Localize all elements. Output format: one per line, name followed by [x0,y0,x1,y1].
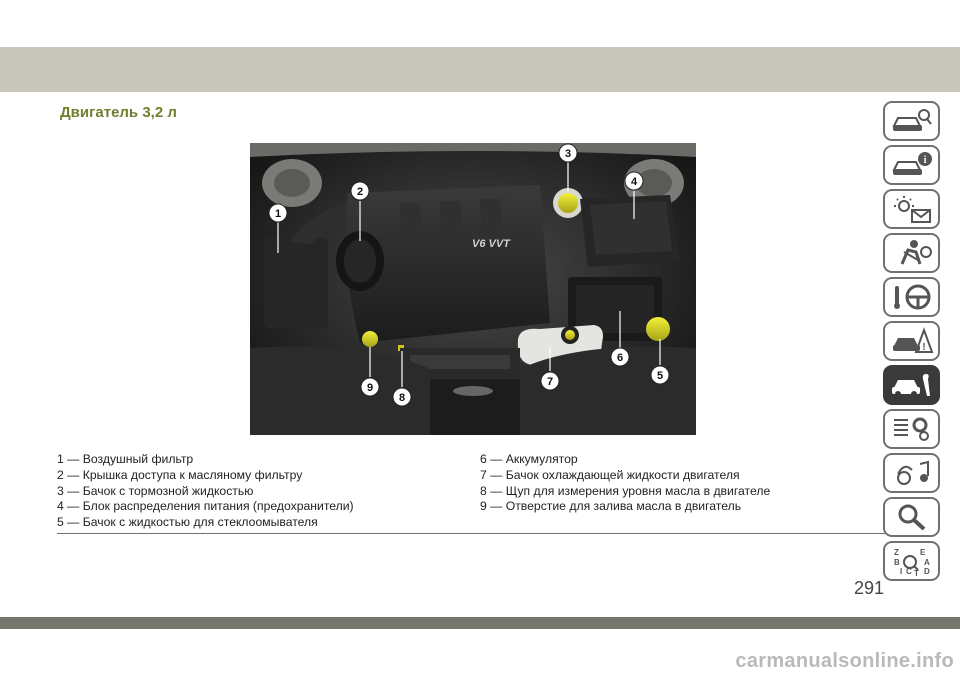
callout-2: 2 [350,181,370,201]
legend-item: 7 — Бачок охлаждающей жидкости двигателя [480,467,740,482]
air-filter-box [264,238,328,328]
callout-1: 1 [268,203,288,223]
tab-seat-airbag[interactable] [883,233,940,273]
svg-text:E: E [920,548,926,557]
page-number: 291 [854,578,885,598]
watermark: carmanualsonline.info [735,650,954,672]
callout-9: 9 [360,377,380,397]
car-info-icon: i [891,152,932,175]
index-alphabet-icon: Z E B A I C D T [894,548,930,576]
svg-text:i: i [923,155,926,166]
svg-text:5: 5 [657,370,663,382]
engine-bay-photo: V6 VVT [250,143,696,435]
multimedia-music-icon [896,460,929,485]
roadside-emergency-icon: ! [892,327,933,353]
svg-text:1: 1 [275,208,281,220]
svg-text:8: 8 [399,392,405,404]
legend-item: 2 — Крышка доступа к масляному фильтру [57,467,303,482]
legend-left: 1 — Воздушный фильтр 2 — Крышка доступа … [57,452,354,531]
svg-text:9: 9 [367,382,373,394]
tab-multimedia[interactable] [883,453,940,493]
engine-badge: V6 VVT [472,238,511,250]
tab-car-service[interactable] [883,365,940,405]
tab-index[interactable]: Z E B A I C D T [883,541,940,581]
section-divider [57,533,885,534]
legend-item: 3 — Бачок с тормозной жидкостью [57,483,254,498]
seat-airbag-icon [900,240,932,265]
legend-item: 9 — Отверстие для залива масла в двигате… [480,499,742,514]
legend-item: 8 — Щуп для измерения уровня масла в дви… [480,483,771,498]
svg-text:A: A [924,558,930,567]
svg-text:!: ! [922,342,925,353]
svg-text:2: 2 [357,186,363,198]
callout-6: 6 [610,347,630,367]
tab-car-inspection[interactable] [883,101,940,141]
tab-specs[interactable] [883,409,940,449]
legend-item: 1 — Воздушный фильтр [57,452,194,466]
tab-car-info[interactable]: i [883,145,940,185]
oil-fill-cap [362,331,378,347]
car-wrench-service-icon [891,374,930,397]
legend-item: 6 — Аккумулятор [480,452,578,466]
tab-steering-key[interactable] [883,277,940,317]
section-title: Двигатель 3,2 л [60,104,177,121]
callout-7: 7 [540,371,560,391]
svg-text:6: 6 [617,352,623,364]
legend-item: 4 — Блок распределения питания (предохра… [57,499,354,514]
callout-5: 5 [650,365,670,385]
callout-3: 3 [558,143,578,163]
svg-text:4: 4 [631,176,638,188]
svg-text:D: D [924,567,930,576]
svg-text:7: 7 [547,376,553,388]
tab-roadside-emergency[interactable]: ! [883,321,940,361]
legend-item: 5 — Бачок с жидкостью для стеклоомывател… [57,515,318,530]
legend-right: 6 — Аккумулятор 7 — Бачок охлаждающей жи… [480,452,770,515]
callout-8: 8 [392,387,412,407]
svg-text:Z: Z [894,548,899,557]
svg-text:I: I [900,567,902,576]
tab-search[interactable] [883,497,940,537]
svg-text:3: 3 [565,148,571,160]
specs-gears-icon [893,417,929,441]
callout-4: 4 [624,171,644,191]
magnifier-search-icon [898,504,925,531]
tab-warning-lights[interactable] [883,189,940,229]
header-band [0,47,960,92]
washer-reservoir-cap [646,317,670,341]
svg-text:C: C [906,567,912,576]
warning-lights-message-icon [893,196,931,223]
svg-text:T: T [914,569,919,576]
footer-band [0,617,960,629]
car-inspection-icon [891,109,932,131]
steering-wheel-key-icon [893,284,930,310]
svg-text:B: B [894,558,900,567]
